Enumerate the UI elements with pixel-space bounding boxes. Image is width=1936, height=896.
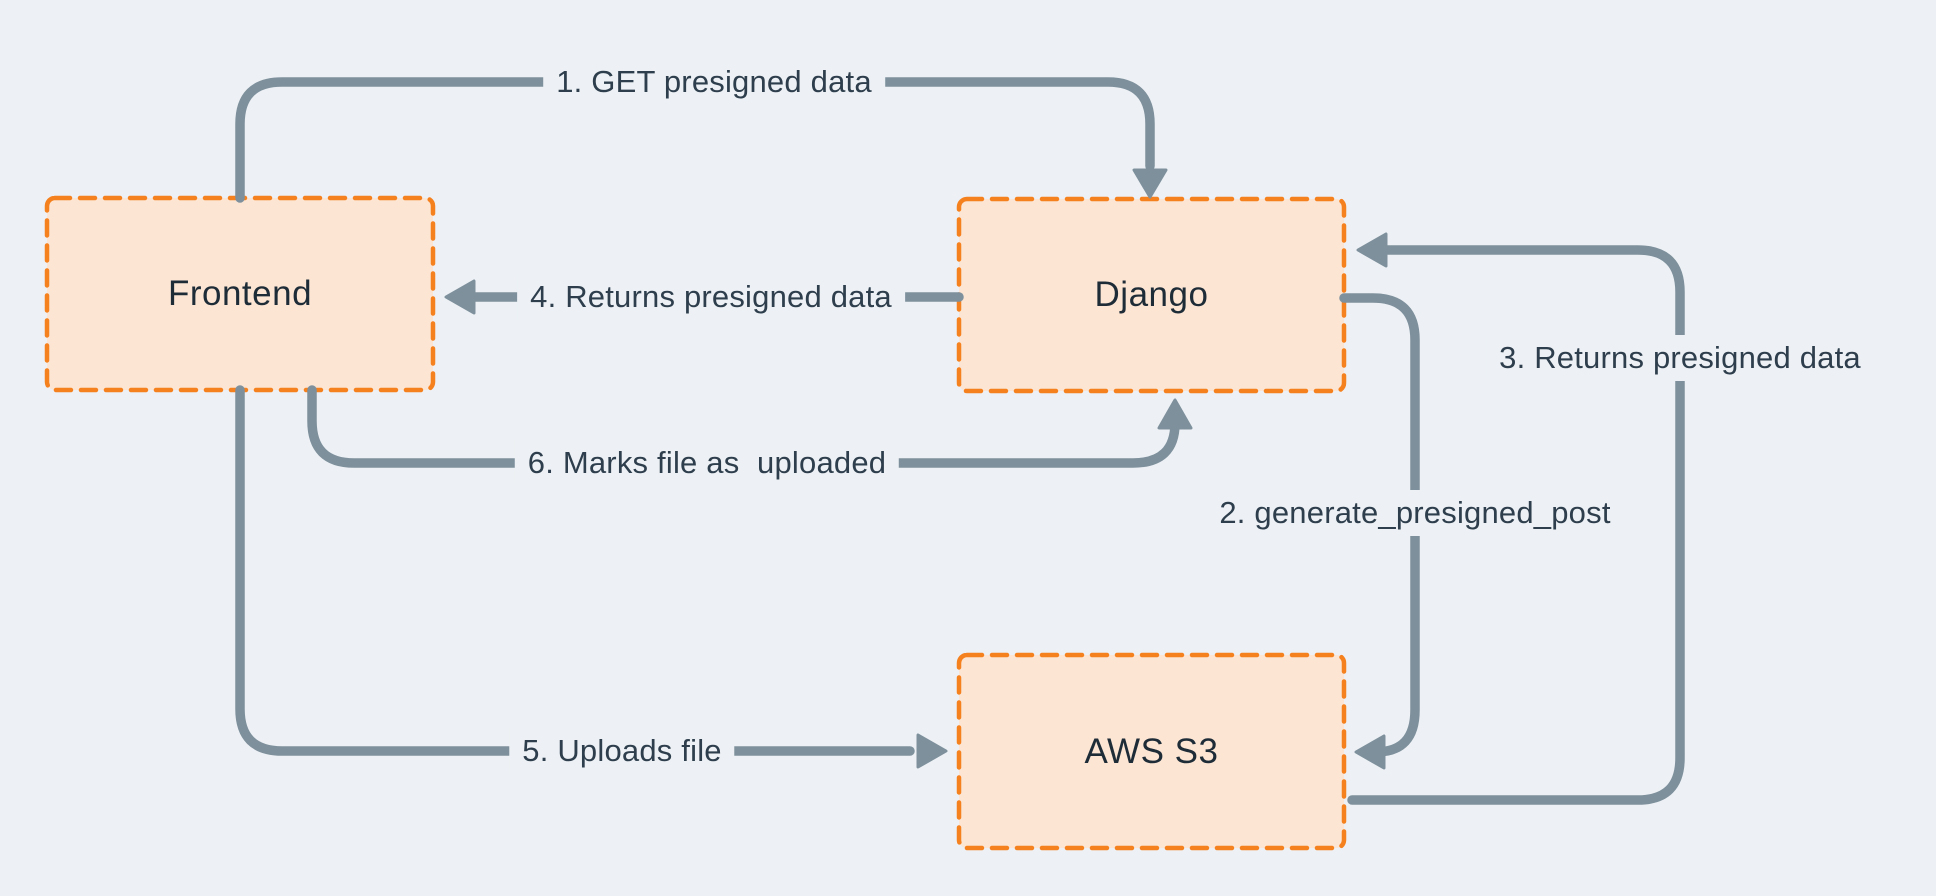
edge-1-arrowhead-down-icon [1132,168,1168,199]
edge-5-uploads-file-path [235,385,915,756]
edge-4-arrowhead-left-icon [444,279,476,315]
edge-3-arrowhead-left-icon [1356,232,1388,268]
aws-s3-node-box [956,652,1347,851]
edge-2-generate-presigned-post-path [1339,293,1420,757]
edge-6-marks-file-uploaded-path [307,385,1180,468]
django-node-box [956,196,1347,394]
edge-3-returns-presigned-data-path [1347,245,1685,805]
edge-6-arrowhead-up-icon [1157,398,1193,430]
frontend-node-box [44,195,436,393]
edge-5-arrowhead-right-icon [916,733,948,769]
edge-2-arrowhead-left-icon [1354,734,1386,770]
edge-1-get-presigned-data-path [235,77,1155,203]
